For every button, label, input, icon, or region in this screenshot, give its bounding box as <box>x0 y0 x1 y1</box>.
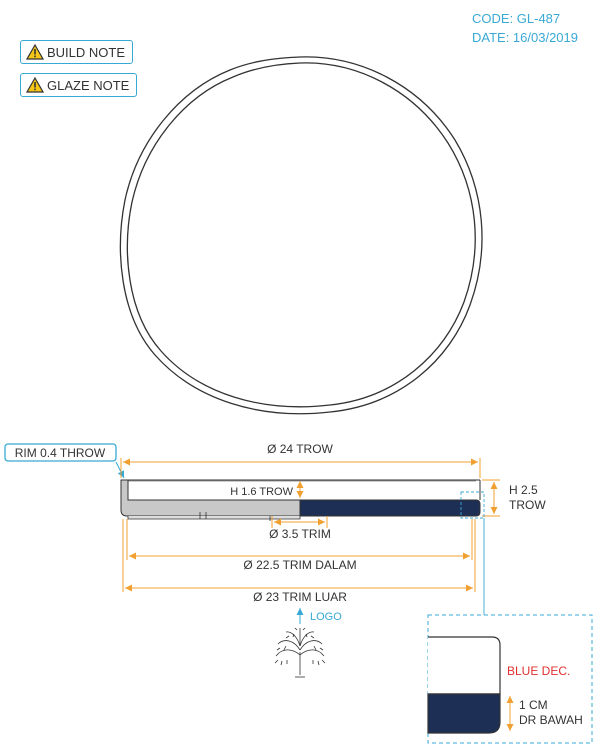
diameter-trim-dimension <box>271 516 328 528</box>
height-total-dimension <box>482 479 500 517</box>
detail-height-label-2: DR BAWAH <box>519 713 583 727</box>
height-total-label-1: H 2.5 <box>509 483 538 497</box>
code-block: CODE: GL-487 DATE: 16/03/2019 <box>472 9 578 47</box>
diameter-trim-label: Ø 3.5 TRIM <box>269 527 331 541</box>
blue-decoration-label: BLUE DEC. <box>507 664 570 678</box>
diameter-top-dimension <box>120 458 481 478</box>
drawing-date: DATE: 16/03/2019 <box>472 30 578 45</box>
plate-side-profile <box>120 479 481 521</box>
warning-icon <box>26 77 44 93</box>
rim-callout-box <box>4 443 117 462</box>
diameter-trim-inner-dimension <box>126 519 473 560</box>
build-note-button[interactable]: BUILD NOTE <box>20 40 134 64</box>
logo-label: LOGO <box>310 611 342 623</box>
diameter-trim-outer-dimension <box>122 519 476 592</box>
diameter-trim-outer-label: Ø 23 TRIM LUAR <box>253 590 347 604</box>
tree-logo <box>274 627 326 678</box>
warning-icon <box>26 44 44 60</box>
rim-callout-leader <box>115 461 125 479</box>
plate-top-view <box>119 56 483 415</box>
glaze-note-button[interactable]: GLAZE NOTE <box>20 73 138 97</box>
diameter-trim-inner-label: Ø 22.5 TRIM DALAM <box>243 558 356 572</box>
detail-height-label-1: 1 CM <box>519 698 548 712</box>
glaze-note-label: GLAZE NOTE <box>47 77 130 93</box>
height-total-label-2: TROW <box>509 498 546 512</box>
diameter-top-label: Ø 24 TROW <box>267 442 333 456</box>
build-note-label: BUILD NOTE <box>47 44 126 60</box>
rim-callout-label: RIM 0.4 THROW <box>15 446 106 460</box>
detail-marker-box <box>460 491 485 519</box>
height-inner-label: H 1.6 TROW <box>230 486 293 498</box>
detail-profile <box>427 636 501 734</box>
product-code: CODE: GL-487 <box>472 11 561 26</box>
